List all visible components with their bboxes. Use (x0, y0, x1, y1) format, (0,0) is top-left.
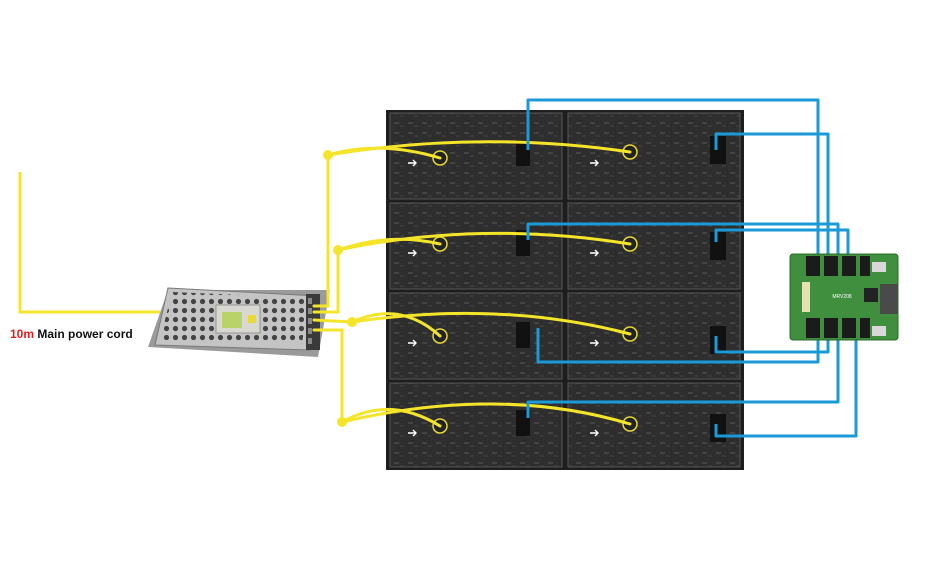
main-power-cord-wire (18, 172, 160, 314)
power-cord-length: 10m (10, 327, 35, 341)
receiving-card-model-label: MRV208 (832, 294, 852, 300)
led-module-cabinet (386, 110, 744, 470)
power-junction-dots (323, 150, 357, 427)
main-power-cord-label: 10m Main power cord (10, 327, 133, 341)
power-cord-text: Main power cord (37, 327, 133, 341)
signal-data-cables (526, 98, 858, 438)
receiving-card (789, 253, 899, 341)
power-supply-unit (148, 287, 330, 357)
power-distribution-wires (312, 140, 632, 428)
